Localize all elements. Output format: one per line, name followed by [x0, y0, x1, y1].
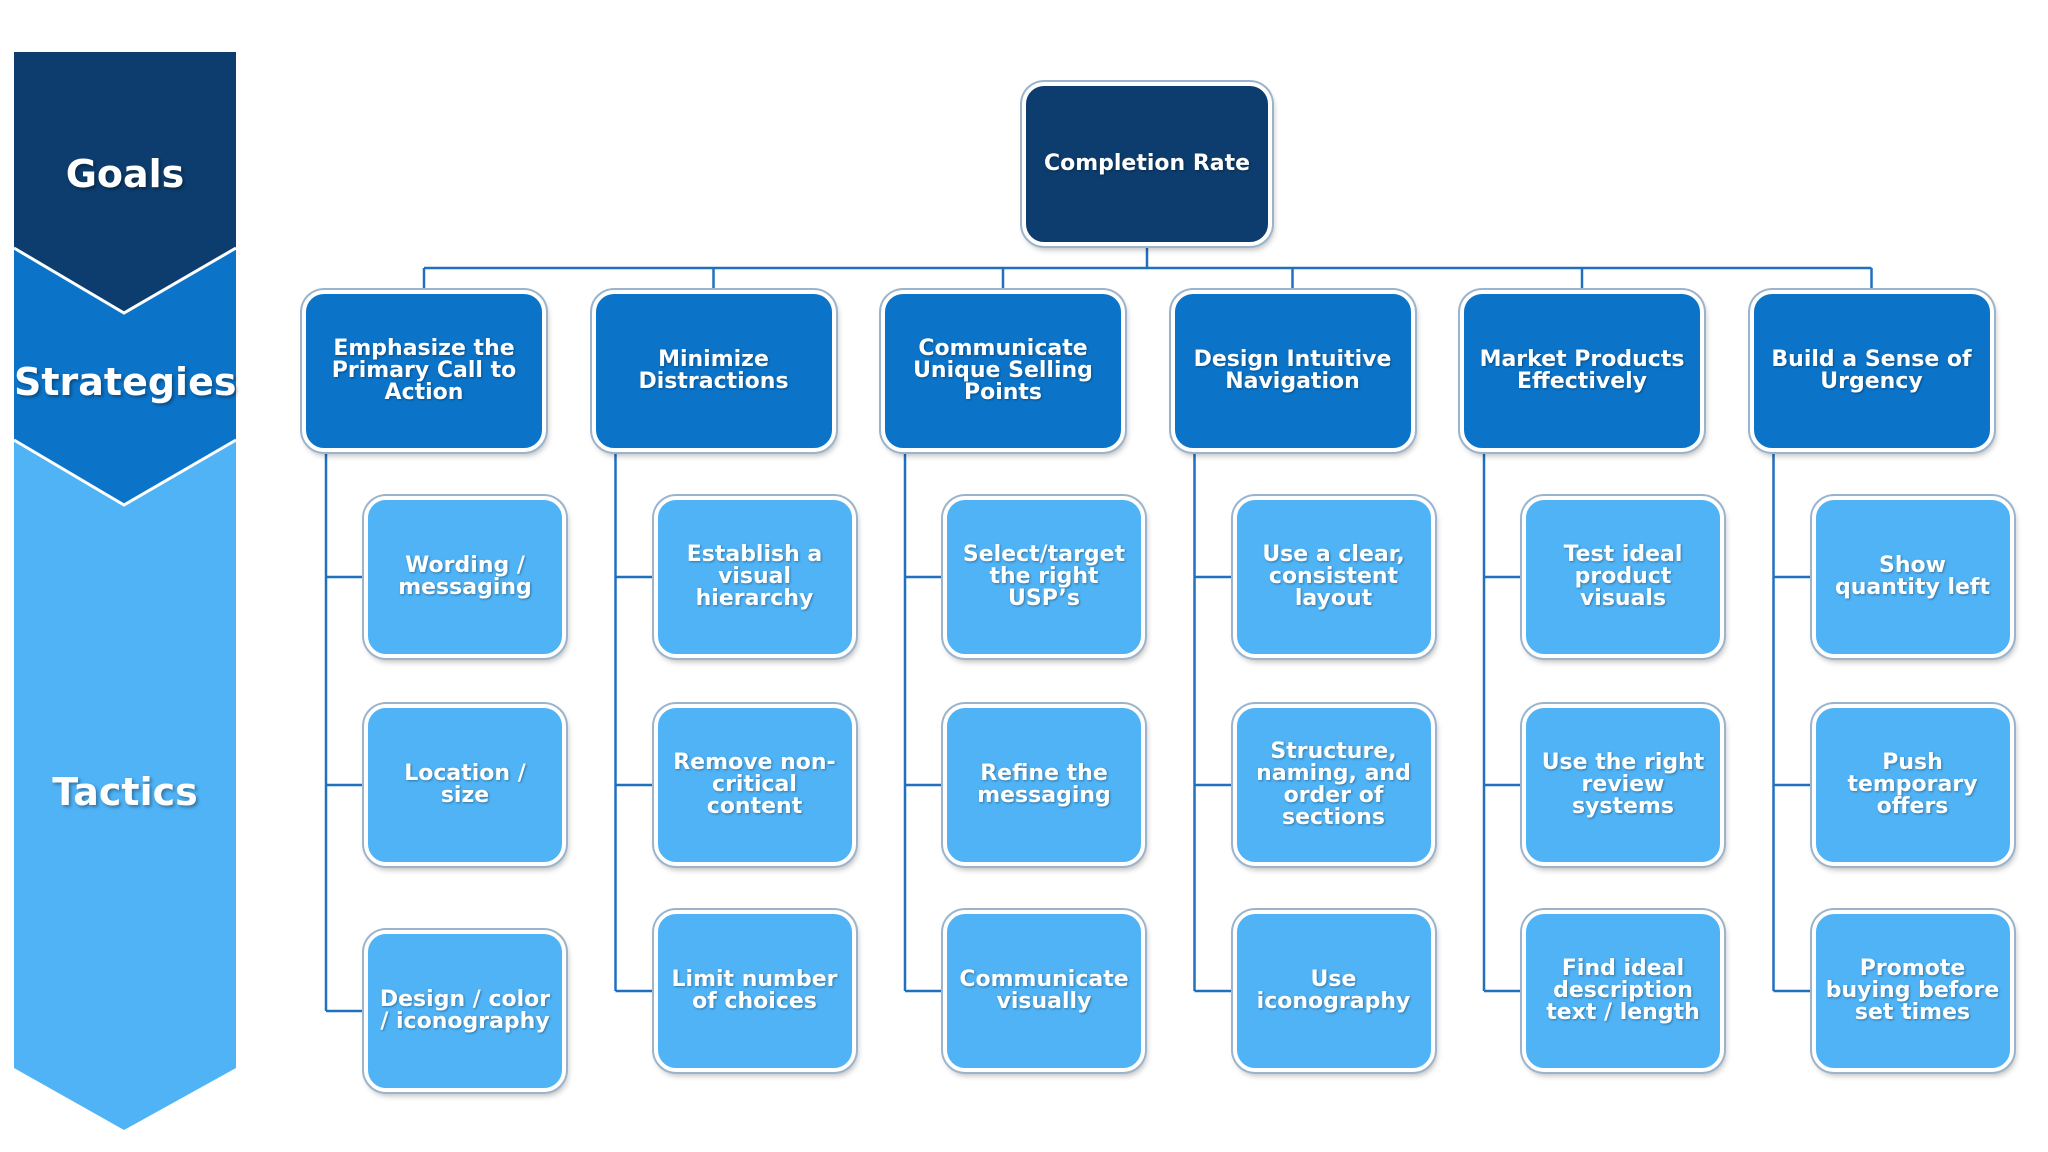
strategy-node: Build a Sense of Urgency	[1749, 290, 1994, 452]
tactic-node: Find ideal description text / length	[1522, 910, 1724, 1072]
tactics-arrow	[14, 440, 236, 1130]
tactic-node: Structure, naming, and order of sections	[1232, 704, 1435, 866]
tactic-node: Location / size	[364, 704, 566, 866]
tactic-node: Establish a visual hierarchy	[653, 496, 856, 658]
strategies-level-label: Strategies	[14, 360, 237, 404]
tactic-node: Limit number of choices	[653, 910, 856, 1072]
strategy-node: Market Products Effectively	[1460, 290, 1704, 452]
tactic-node: Promote buying before set times	[1811, 910, 2014, 1072]
strategies-arrow	[14, 248, 236, 505]
tactic-node: Use the right review systems	[1522, 704, 1724, 866]
tactics-level-label: Tactics	[52, 770, 198, 814]
tactic-node: Test ideal product visuals	[1522, 496, 1724, 658]
level-arrow-band	[13, 52, 237, 1130]
tactic-node: Wording / messaging	[364, 496, 566, 658]
strategy-node: Minimize Distractions	[591, 290, 836, 452]
goals-level-label: Goals	[65, 152, 185, 196]
goals-arrow	[14, 52, 236, 313]
tactic-node: Remove non-critical content	[653, 704, 856, 866]
strategy-node: Design Intuitive Navigation	[1170, 290, 1415, 452]
tactic-node: Design / color / iconography	[364, 930, 566, 1092]
strategy-node: Emphasize the Primary Call to Action	[302, 290, 546, 452]
goal-node: Completion Rate	[1022, 82, 1272, 246]
tactic-node: Refine the messaging	[943, 704, 1145, 866]
tactic-node: Select/target the right USP’s	[943, 496, 1145, 658]
tactic-node: Use a clear, consistent layout	[1232, 496, 1435, 658]
tactic-node: Use iconography	[1232, 910, 1435, 1072]
tactic-node: Show quantity left	[1811, 496, 2014, 658]
tactic-node: Communicate visually	[943, 910, 1145, 1072]
tactic-node: Push temporary offers	[1811, 704, 2014, 866]
strategy-node: Communicate Unique Selling Points	[881, 290, 1125, 452]
